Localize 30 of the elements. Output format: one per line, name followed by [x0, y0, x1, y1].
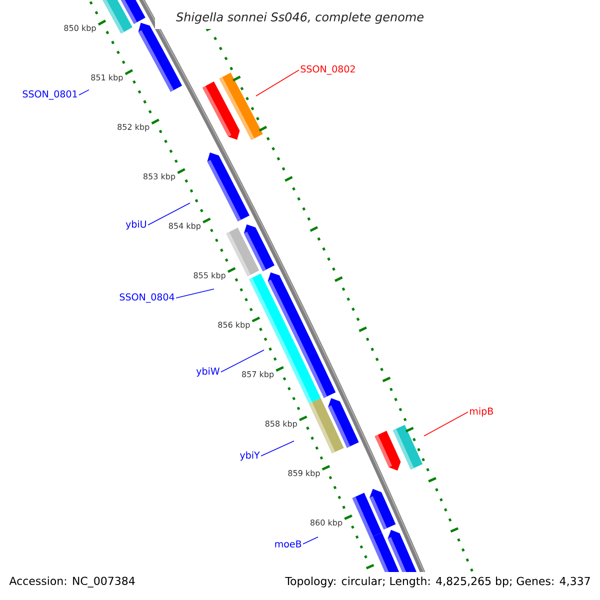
- tick-label: 859 kbp: [288, 470, 320, 478]
- tick-label: 850 kbp: [64, 24, 96, 33]
- tick-label: 860 kbp: [310, 519, 342, 528]
- tick-label: 855 kbp: [194, 272, 226, 280]
- gene-label: SSON_0802: [300, 65, 355, 75]
- leader-line: [78, 89, 90, 96]
- leader-line: [256, 70, 300, 96]
- tick-label: 853 kbp: [144, 173, 176, 181]
- leader-line: [424, 412, 468, 436]
- leader-line: [260, 440, 294, 456]
- leader-line: [148, 202, 190, 226]
- tick-label: 857 kbp: [242, 371, 274, 379]
- gene-label: ybiY: [240, 451, 260, 461]
- tick-label: 852 kbp: [118, 124, 150, 132]
- footer-text: Accession: NC_007384: [9, 576, 135, 588]
- tick-label: 856 kbp: [218, 322, 250, 330]
- gene-label: moeB: [275, 540, 302, 548]
- tick-label: 851 kbp: [91, 74, 123, 82]
- gene-label: SSON_0804: [120, 293, 174, 303]
- gene-label: ybiW: [196, 367, 220, 377]
- leader-line: [220, 350, 264, 372]
- leader-line: [302, 536, 318, 544]
- footer-text: Topology: circular; Length: 4,825,265 bp; Genes: 4,337: [285, 576, 590, 588]
- gene-label: mipB: [470, 407, 493, 417]
- leader-line: [176, 288, 214, 298]
- tick-label: 858 kbp: [265, 420, 297, 428]
- title: Shigella sonnei Ss046, complete genome: [176, 12, 424, 24]
- gene-label: ybiU: [126, 220, 146, 230]
- tick-label: 854 kbp: [168, 222, 201, 230]
- gene-label: SSON_0801: [22, 90, 77, 100]
